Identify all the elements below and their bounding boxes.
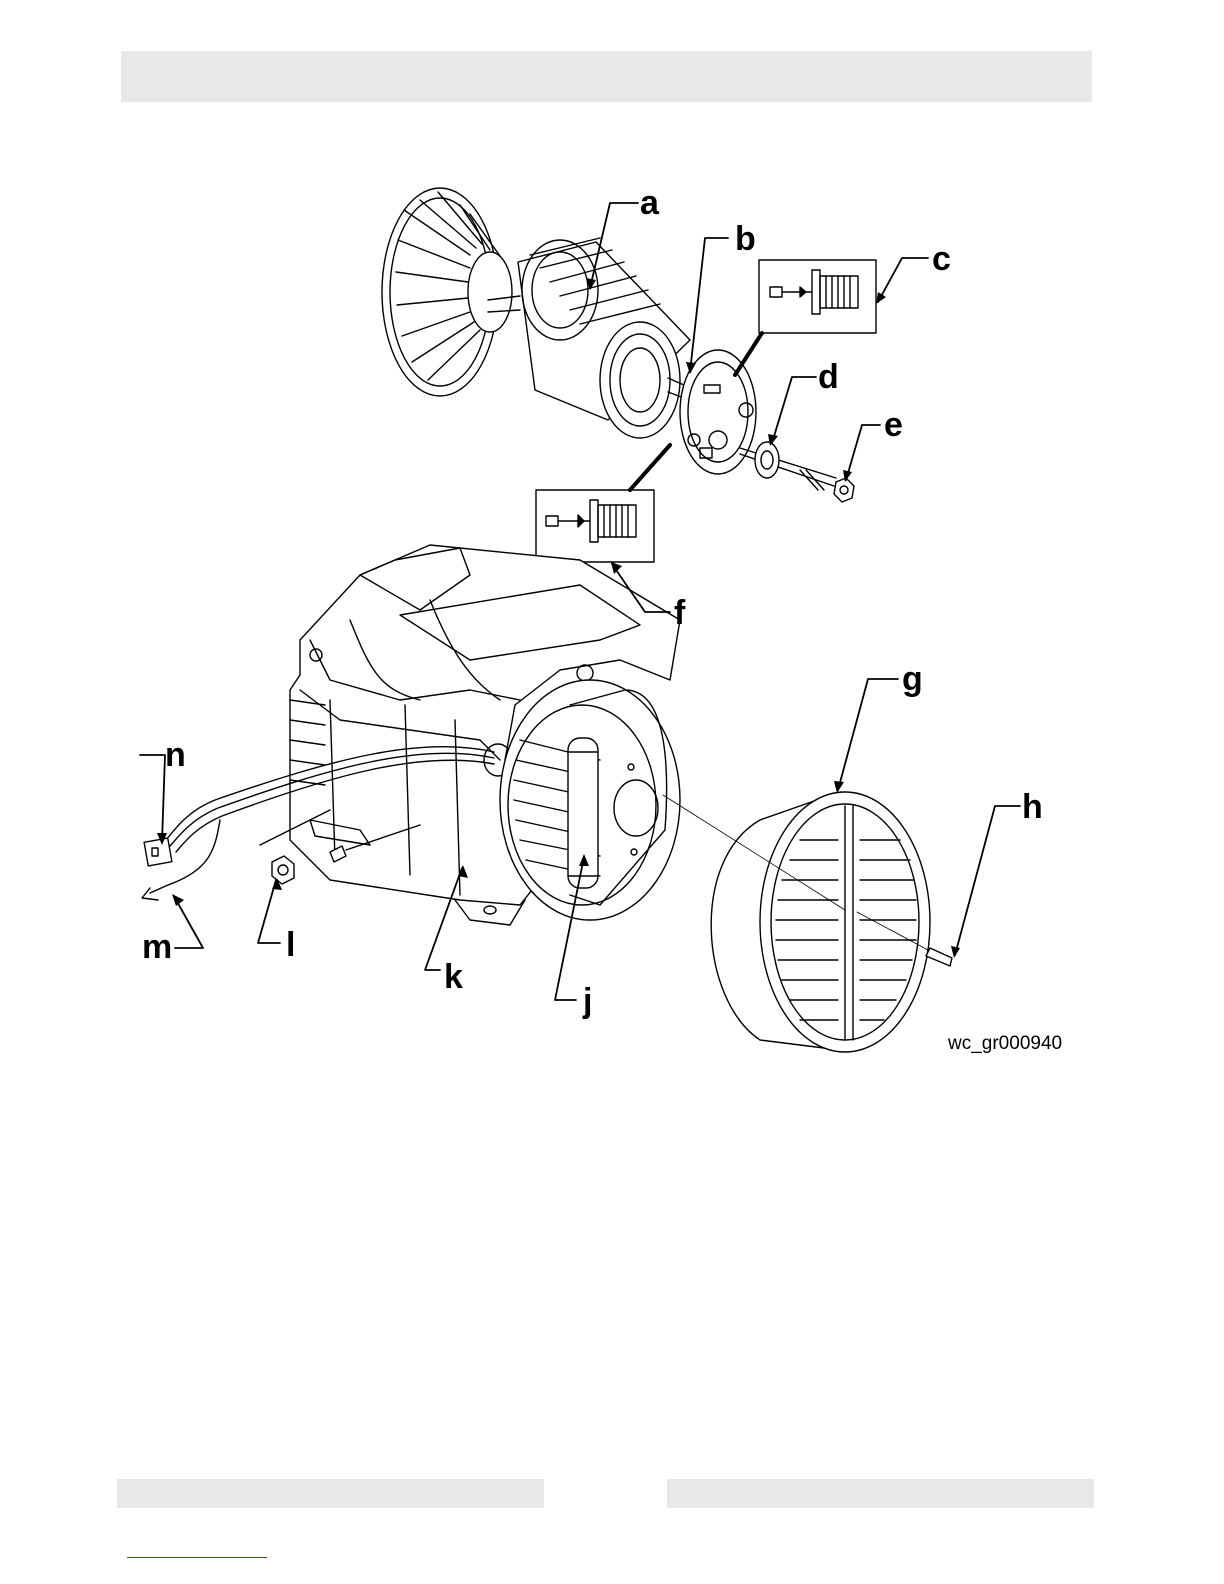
diode-detail-c <box>735 260 876 375</box>
callout-a: a <box>640 184 660 222</box>
drawing-reference: wc_gr000940 <box>947 1033 1062 1054</box>
link-underline[interactable] <box>127 1557 267 1558</box>
footer-bar-left <box>117 1479 544 1508</box>
callout-l: l <box>286 926 295 964</box>
cover-screw <box>926 948 952 966</box>
callout-m: m <box>142 928 172 966</box>
rotor-bolt <box>740 442 836 490</box>
footer-bar-right <box>667 1479 1094 1508</box>
callout-g: g <box>902 660 923 698</box>
callout-n: n <box>165 736 186 774</box>
cooling-fan <box>382 188 512 396</box>
callout-e: e <box>884 406 903 444</box>
callout-j: j <box>582 982 592 1020</box>
callout-c: c <box>932 240 951 278</box>
end-cover <box>663 792 930 1052</box>
callout-k: k <box>444 958 463 996</box>
callout-h: h <box>1022 788 1043 826</box>
callout-b: b <box>735 220 756 258</box>
diode-detail-f <box>536 445 670 562</box>
callout-d: d <box>818 358 839 396</box>
nut <box>834 478 854 502</box>
callout-f: f <box>674 594 686 632</box>
